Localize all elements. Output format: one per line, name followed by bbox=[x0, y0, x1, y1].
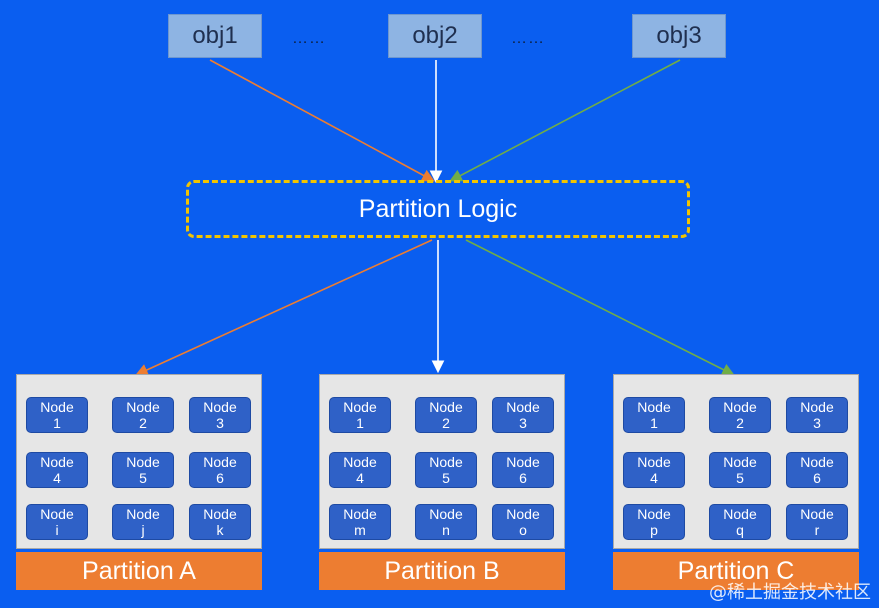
partition-logic-box: Partition Logic bbox=[186, 180, 690, 238]
object-box-2: obj2 bbox=[388, 14, 482, 58]
object-box-3: obj3 bbox=[632, 14, 726, 58]
ellipsis-2: …… bbox=[511, 30, 545, 47]
ellipsis-1: …… bbox=[292, 30, 326, 47]
arrow-obj1-to-logic bbox=[209, 59, 435, 182]
partition-c-label: Partition C bbox=[613, 552, 859, 590]
arrow-logic-to-partition-c bbox=[465, 239, 735, 376]
watermark: @稀土掘金技术社区 bbox=[709, 582, 871, 603]
object-box-1: obj1 bbox=[168, 14, 262, 58]
partition-b-label: Partition B bbox=[319, 552, 565, 590]
partition-a-label: Partition A bbox=[16, 552, 262, 590]
arrow-obj3-to-logic bbox=[449, 59, 681, 182]
arrow-logic-to-partition-a bbox=[135, 239, 433, 376]
